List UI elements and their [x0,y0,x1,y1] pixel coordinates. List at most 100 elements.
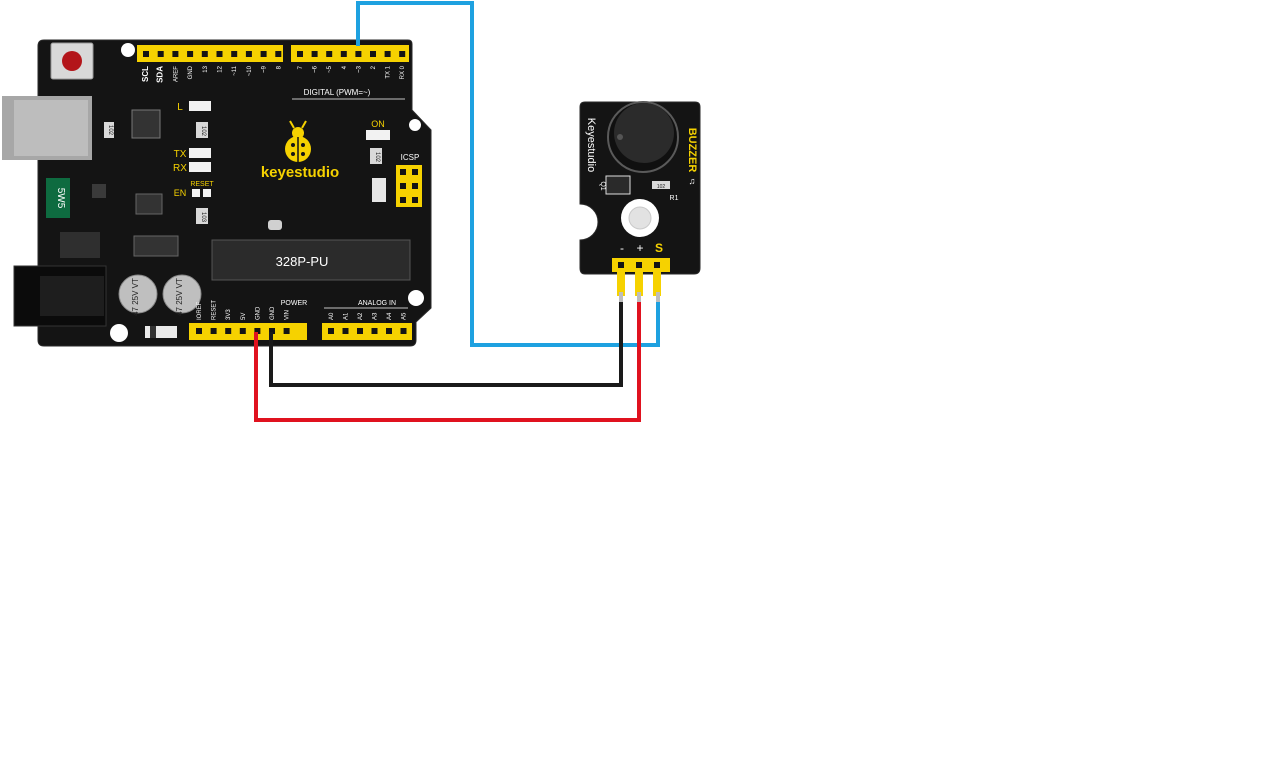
pin-label: AREF [173,66,179,82]
ground-wire [269,300,623,387]
header-pin [399,51,406,57]
resistor-r1 [652,181,670,189]
chip-label: 328P-PU [276,254,329,269]
signal-wire [356,1,660,347]
header-pin [370,51,376,57]
header-pin [342,328,349,334]
resistor [104,122,114,138]
pin-label: 8 [276,65,282,69]
reset-button-cap[interactable] [62,51,82,71]
mounting-hole [408,290,424,306]
pin-label: 5V [241,313,247,320]
mounting-hole [110,324,128,342]
transistor [92,184,106,198]
pin-label: ~10 [247,65,253,76]
pin-label: A5 [402,312,408,320]
header-pin [326,51,333,57]
module-pin [635,272,643,296]
pin-label: GND [188,65,194,79]
header-pin [357,328,363,334]
pin-label: ~5 [327,65,333,73]
module-pin [617,272,625,296]
header-pin [196,328,202,334]
buzzer-top [614,103,674,163]
keyestudio-logo-icon [285,120,311,162]
analog-label: ANALOG IN [358,300,396,307]
small-ic [135,193,163,215]
power-label: POWER [281,300,307,307]
header-pin [328,328,334,334]
header-pin [231,51,238,57]
digital-header-left [137,45,283,62]
icsp-header [396,165,422,207]
power-header [189,323,307,340]
resistor-label: 102 [374,152,380,163]
reset-switch-label: RESET [190,181,214,188]
pin-label: SDA [156,66,165,83]
pin-label: 7 [298,65,304,69]
pin-label: 2 [371,65,377,69]
led-l-label: L [177,102,183,113]
pin-label: RX 0 [400,65,406,79]
resistor-label: 102 [107,125,113,136]
mounting-hole [409,119,421,131]
pin-label: ~9 [262,65,268,73]
arduino-board: 5W5 47 25V VT 47 25V VT 102 102 103 102 [2,39,432,347]
module-name: BUZZER [686,128,698,173]
svg-text:47 25V VT: 47 25V VT [131,278,140,316]
wires [254,1,660,422]
header-pin [297,51,303,57]
header-pin [400,328,407,334]
pin-label: RESET [212,300,218,320]
pin-label: A2 [358,312,364,320]
header-pin [172,51,179,57]
led-tx [189,148,211,158]
pin-label: ~3 [356,65,362,73]
en-label: EN [174,188,187,198]
pin-label: ~6 [313,65,319,73]
wire-sleeve [637,292,641,302]
usb-connector-inner [14,100,88,156]
header-pin [269,328,275,334]
buzzer-module: Keyestudio BUZZER ♫ Q1 102 R1 - + S [579,101,701,296]
en-switch[interactable] [192,189,200,197]
atmega-chip [211,239,411,281]
header-pin [239,328,246,334]
small-ic [133,235,179,257]
header-pin [275,51,282,57]
led-rx-label: RX [173,163,187,174]
led-tx-label: TX [174,149,187,160]
transistor-q1 [605,175,631,195]
svg-text:47 25V VT: 47 25V VT [175,278,184,316]
pin-label: ~11 [232,65,238,75]
capacitor: 47 25V VT [118,274,158,316]
header-pin [371,328,378,334]
resistor [370,148,382,164]
pin-label: A1 [344,312,350,320]
header-pin [311,51,318,57]
analog-header [322,323,412,340]
resistor [196,208,208,224]
header-pin [283,328,290,334]
module-brand: Keyestudio [585,118,597,172]
diode [145,326,177,338]
usb-chip [131,109,161,139]
pin-label: 4 [342,65,348,69]
module-pin [653,272,661,296]
wire-sleeve [656,292,660,302]
resistor-label: 103 [200,212,206,223]
led-l [189,101,211,111]
board-brand: keyestudio [261,164,339,181]
pin-plus-label: + [636,241,643,255]
pin-minus-label: - [620,241,624,255]
buzzer-hole [617,134,623,140]
pin-label: GND [255,306,261,320]
wire-sleeve [619,292,623,302]
header-pin [340,51,347,57]
diode-band [150,326,156,338]
module-mount-hole-inner [628,206,652,230]
header-pin [384,51,391,57]
en-switch[interactable] [203,189,211,197]
speaker-icon: ♫ [689,176,696,186]
vcc-wire [254,300,641,422]
